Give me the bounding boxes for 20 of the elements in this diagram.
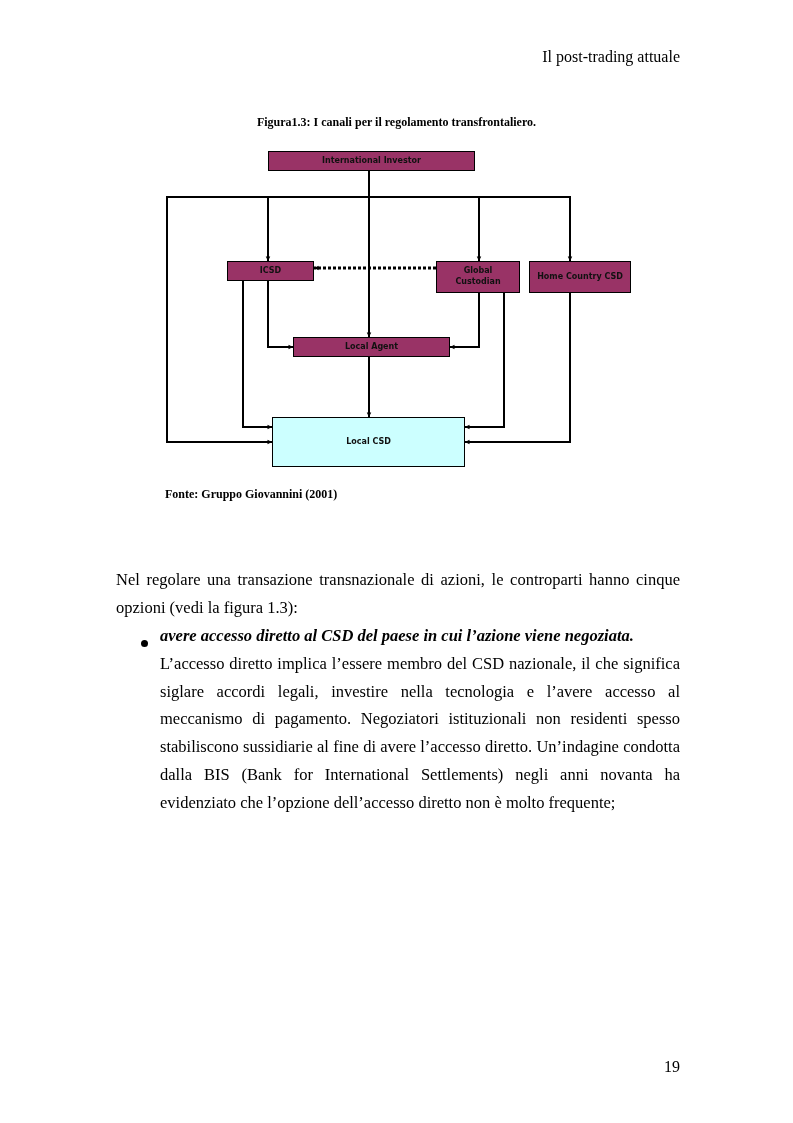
dashed-arrow xyxy=(314,265,436,271)
arrow xyxy=(464,292,505,430)
source-caption: Fonte: Gruppo Giovannini (2001) xyxy=(165,487,338,502)
arrow xyxy=(267,280,294,350)
arrow xyxy=(449,292,480,350)
paragraph: L’accesso diretto implica l’essere membro del CSD nazionale, il che significa siglare accordi legali, investire nella tecnologia e l’avere accesso al meccanismo di pagamento. Negoziatori istituzionali non residenti spesso stabiliscono sussidiarie al fine di avere l’accesso diretto. Un’indagine condotta dalla BIS (Bank for International Settlements) negli anni novanta ha evidenziato che l’opzione dell’accesso diretto non è molto frequente; xyxy=(160,653,680,814)
process-box: Local Agent xyxy=(293,337,450,357)
arrow xyxy=(464,292,571,445)
process-box: International Investor xyxy=(268,151,475,171)
figure-title: Figura1.3: I canali per il regolamento transfrontaliero. xyxy=(255,115,538,130)
arrow xyxy=(242,280,273,430)
process-box: ICSD xyxy=(227,261,314,281)
process-box: Local CSD xyxy=(272,417,465,467)
list-item-heading: avere accesso diretto al CSD del paese in cui l’azione viene negoziata. xyxy=(160,625,635,647)
process-box: Home Country CSD xyxy=(529,261,631,293)
running-header: Il post-trading attuale xyxy=(541,47,680,68)
page-number: 19 xyxy=(663,1057,680,1077)
process-box: Global Custodian xyxy=(436,261,520,293)
arrow xyxy=(366,356,372,418)
paragraph: Nel regolare una transazione transnazionale di azioni, le controparti hanno cinque opzioni (vedi la figura 1.3): xyxy=(116,569,680,619)
